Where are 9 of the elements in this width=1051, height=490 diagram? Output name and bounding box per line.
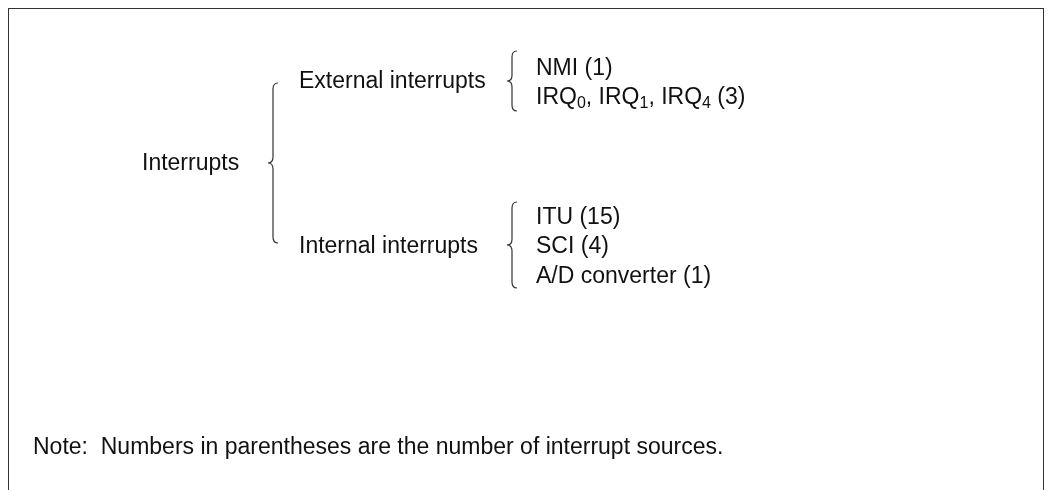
- text-label: A/D converter (1): [536, 261, 712, 289]
- text-label: SCI (4): [536, 231, 609, 259]
- text-label: NMI (1): [536, 53, 613, 81]
- note-text: Note: Numbers in parentheses are the number of interrupt sources.: [33, 432, 724, 460]
- text-label: ITU (15): [536, 202, 621, 230]
- text-label: Internal interrupts: [299, 231, 478, 259]
- text-label: Interrupts: [142, 148, 240, 176]
- text-label: External interrupts: [299, 66, 486, 94]
- text-label: IRQ$_{0}$, IRQ$_{1}$, IRQ$_{4}$ (3): [536, 82, 746, 110]
